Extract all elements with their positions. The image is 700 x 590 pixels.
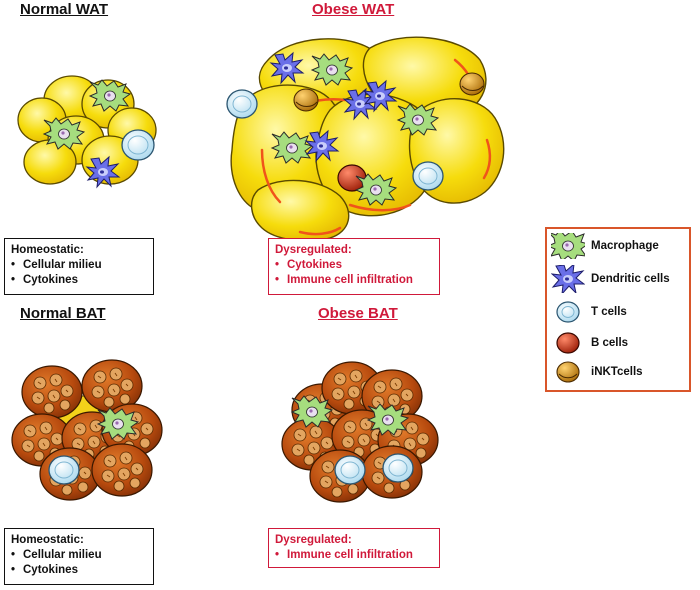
macrophage-icon [551, 233, 585, 259]
legend-item-dendritic: Dendritic cells [551, 265, 670, 293]
box-heading: Dysregulated: [275, 534, 352, 546]
legend-item-macrophage: Macrophage [551, 233, 659, 259]
obese-wat-info-box: Dysregulated: Cytokines Immune cell infi… [268, 238, 440, 295]
box-item: Immune cell infiltration [275, 548, 433, 563]
inkt-cell [459, 72, 485, 96]
t-cell-icon [556, 301, 580, 323]
normal-bat-info-box: Homeostatic: Cellular milieu Cytokines [4, 528, 154, 585]
box-heading: Dysregulated: [275, 244, 352, 256]
t-cell [48, 455, 80, 485]
legend-label: B cells [591, 337, 629, 349]
dendritic-cell-icon [551, 265, 585, 293]
legend-label: Macrophage [591, 240, 659, 252]
b-cell-icon [556, 332, 580, 354]
t-cell [226, 89, 258, 119]
obese-wat-title: Obese WAT [312, 1, 395, 18]
obese-bat-title: Obese BAT [318, 305, 398, 322]
normal-wat-title: Normal WAT [20, 1, 109, 18]
t-cell [334, 455, 366, 485]
normal-bat-title: Normal BAT [20, 305, 106, 322]
box-item: Cytokines [11, 563, 147, 578]
legend-item-inkt: iNKTcells [551, 359, 643, 385]
t-cell [382, 453, 414, 483]
legend-label: Dendritic cells [591, 273, 670, 285]
normal-wat-info-box: Homeostatic: Cellular milieu Cytokines [4, 238, 154, 295]
legend-item-bcell: B cells [551, 330, 628, 356]
box-heading: Homeostatic: [11, 534, 84, 546]
legend-label: iNKTcells [591, 366, 643, 378]
obese-bat-info-box: Dysregulated: Immune cell infiltration [268, 528, 440, 568]
inkt-cell [293, 88, 319, 112]
box-item: Immune cell infiltration [275, 273, 433, 288]
box-item: Cytokines [11, 273, 147, 288]
legend-label: T cells [591, 306, 627, 318]
box-heading: Homeostatic: [11, 244, 84, 256]
box-item: Cytokines [275, 258, 433, 273]
legend: Macrophage Dendritic cells T cells B cel… [545, 227, 691, 392]
t-cell [121, 129, 155, 161]
box-item: Cellular milieu [11, 548, 147, 563]
legend-item-tcell: T cells [551, 299, 627, 325]
inkt-cell-icon [556, 361, 580, 383]
t-cell [412, 161, 444, 191]
box-item: Cellular milieu [11, 258, 147, 273]
